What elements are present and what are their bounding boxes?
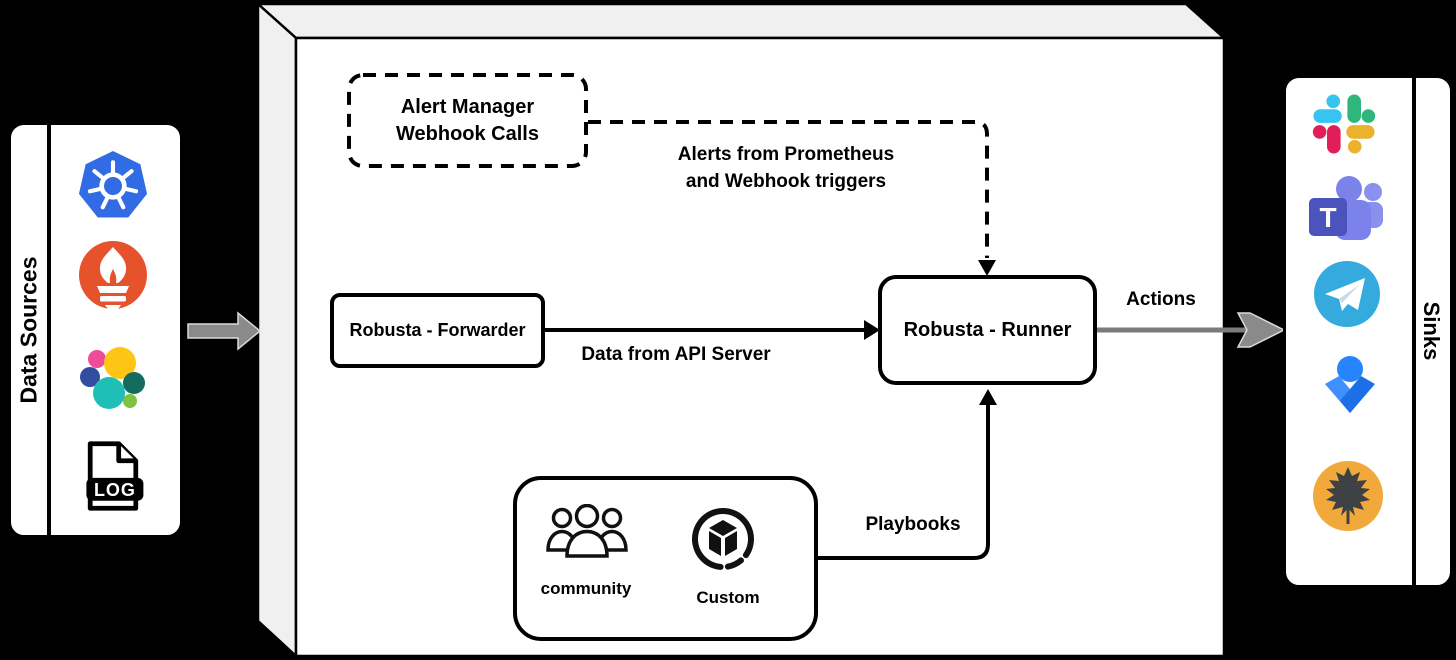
connector-playbooks-arrowhead	[979, 389, 997, 405]
dashed-connector-arrowhead	[978, 260, 996, 276]
actions-edge-label: Actions	[1126, 289, 1196, 310]
prometheus-icon	[77, 239, 149, 311]
runner-box: Robusta - Runner	[878, 275, 1097, 385]
microsoft-teams-icon: T	[1305, 174, 1389, 240]
sinks-panel: Sinks T	[1283, 75, 1453, 588]
playbooks-edge-label: Playbooks	[865, 514, 961, 535]
data-sources-panel: Data Sources	[8, 122, 183, 538]
connector-playbooks-runner	[818, 404, 990, 560]
connector-forwarder-arrowhead	[864, 320, 880, 340]
custom-playbook-icon	[690, 506, 756, 572]
data-sources-label: Data Sources	[15, 256, 42, 404]
opsgenie-icon	[1315, 354, 1385, 424]
alert-manager-box: Alert Manager Webhook Calls	[347, 73, 588, 168]
forwarder-label: Robusta - Forwarder	[349, 320, 526, 340]
community-label: community	[540, 579, 632, 598]
teams-tile-letter: T	[1319, 202, 1336, 233]
slack-icon	[1310, 90, 1378, 158]
kubernetes-icon	[77, 150, 149, 222]
alerts-edge-label: Alerts from Prometheus and Webhook trigg…	[636, 141, 936, 195]
actions-arrowhead	[1236, 312, 1286, 348]
forwarder-box: Robusta - Forwarder	[330, 293, 545, 368]
data-sources-divider	[47, 122, 51, 538]
dashed-connector-alerts	[588, 120, 989, 258]
alert-manager-line2: Webhook Calls	[396, 122, 539, 145]
log-file-icon: LOG	[75, 438, 151, 514]
alerts-edge-label-line1: Alerts from Prometheus	[677, 144, 895, 165]
telegram-icon	[1312, 259, 1382, 329]
runner-label: Robusta - Runner	[903, 318, 1072, 341]
alert-manager-line1: Alert Manager	[400, 95, 535, 118]
slab-left-face	[256, 1, 298, 659]
custom-playbook-label: Custom	[696, 588, 760, 607]
community-icon	[545, 503, 629, 570]
sinks-label: Sinks	[1419, 301, 1444, 361]
slab-top-face	[254, 2, 1228, 40]
alerts-edge-label-line2: and Webhook triggers	[685, 171, 887, 192]
sinks-divider	[1412, 75, 1416, 588]
elasticsearch-icon	[77, 344, 149, 416]
oak-leaf-icon	[1310, 458, 1386, 534]
alert-manager-box-outline	[347, 73, 588, 168]
playbooks-box: community Custom	[513, 476, 818, 641]
log-badge-text: LOG	[94, 480, 136, 500]
data-sources-arrow	[187, 311, 262, 351]
data-api-edge-label: Data from API Server	[581, 344, 771, 365]
